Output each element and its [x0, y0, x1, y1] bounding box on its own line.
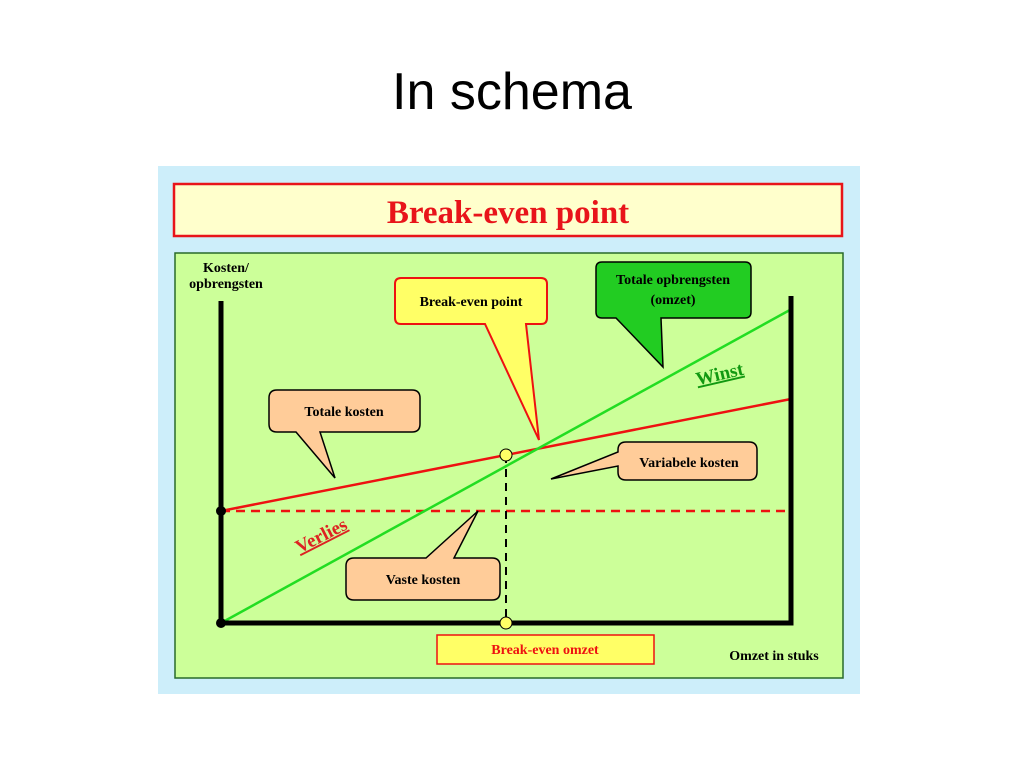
break-even-point-dot [499, 448, 513, 462]
y-axis-label-line2: opbrengsten [189, 277, 263, 292]
callout-total-costs: Totale kosten [268, 389, 421, 479]
total-revenue-line [220, 308, 792, 625]
banner-box [172, 182, 844, 238]
callout-total-costs-text: Totale kosten [304, 405, 383, 420]
callout-total-revenue: Totale opbrengsten (omzet) [595, 261, 752, 369]
break-even-revenue-box [436, 634, 655, 665]
callout-variable-costs: Variabele kosten [550, 441, 758, 481]
callout-total-revenue-line2: (omzet) [650, 293, 695, 308]
callout-variable-costs-text: Variabele kosten [639, 456, 739, 471]
banner-title: Break-even point [387, 195, 629, 231]
break-even-figure: Break-even point Kosten/ opbrengsten Omz… [158, 166, 860, 694]
slide-title: In schema [392, 63, 632, 121]
break-even-revenue-label: Break-even omzet [491, 643, 599, 658]
origin-dot [216, 618, 226, 628]
y-axis-label-line1: Kosten/ [203, 261, 250, 276]
callout-break-even-point: Break-even point [394, 277, 548, 441]
callout-total-revenue-line1: Totale opbrengsten [616, 273, 730, 288]
callout-fixed-costs: Vaste kosten [345, 510, 501, 601]
fixed-costs-axis-dot [216, 506, 226, 516]
callout-break-even-point-text: Break-even point [420, 295, 523, 310]
break-even-quantity-dot [499, 616, 513, 630]
x-axis-label: Omzet in stuks [729, 649, 819, 664]
callout-fixed-costs-text: Vaste kosten [386, 573, 461, 588]
break-even-diagram: Break-even point Kosten/ opbrengsten Omz… [172, 182, 844, 679]
